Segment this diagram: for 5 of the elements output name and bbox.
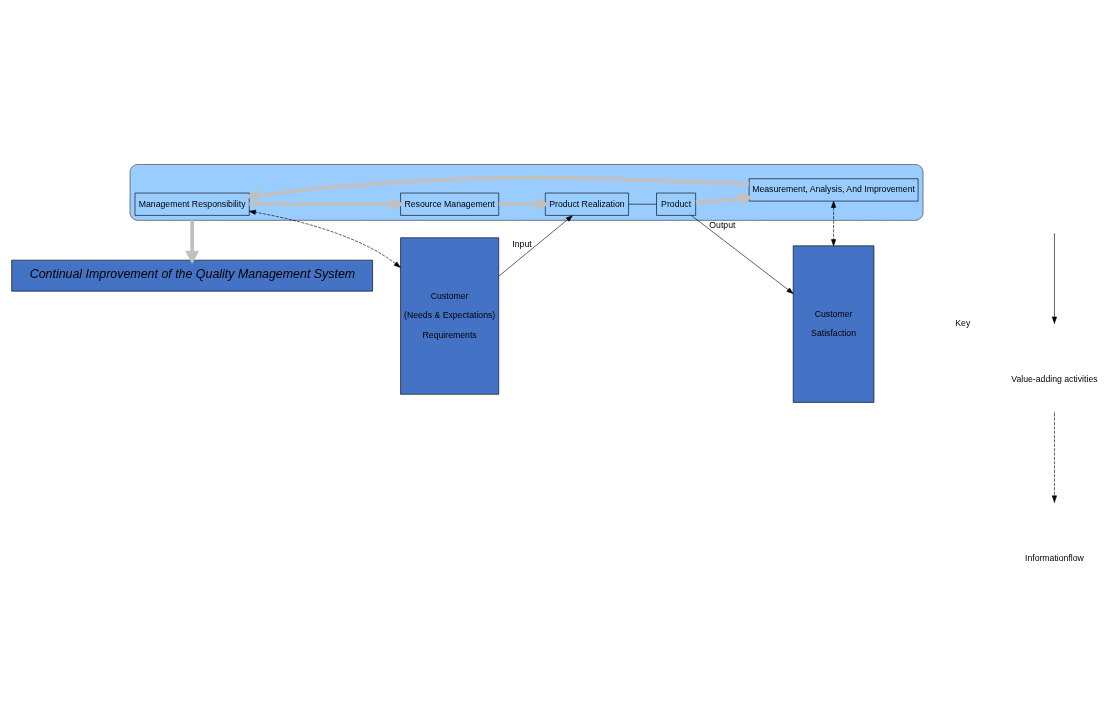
edge-label: Input xyxy=(512,238,532,249)
edge-label: Output xyxy=(709,219,736,230)
label: Key xyxy=(955,317,971,328)
legend-label: Value-adding activities xyxy=(1011,373,1098,384)
legend-label: Informationflow xyxy=(1024,552,1084,563)
